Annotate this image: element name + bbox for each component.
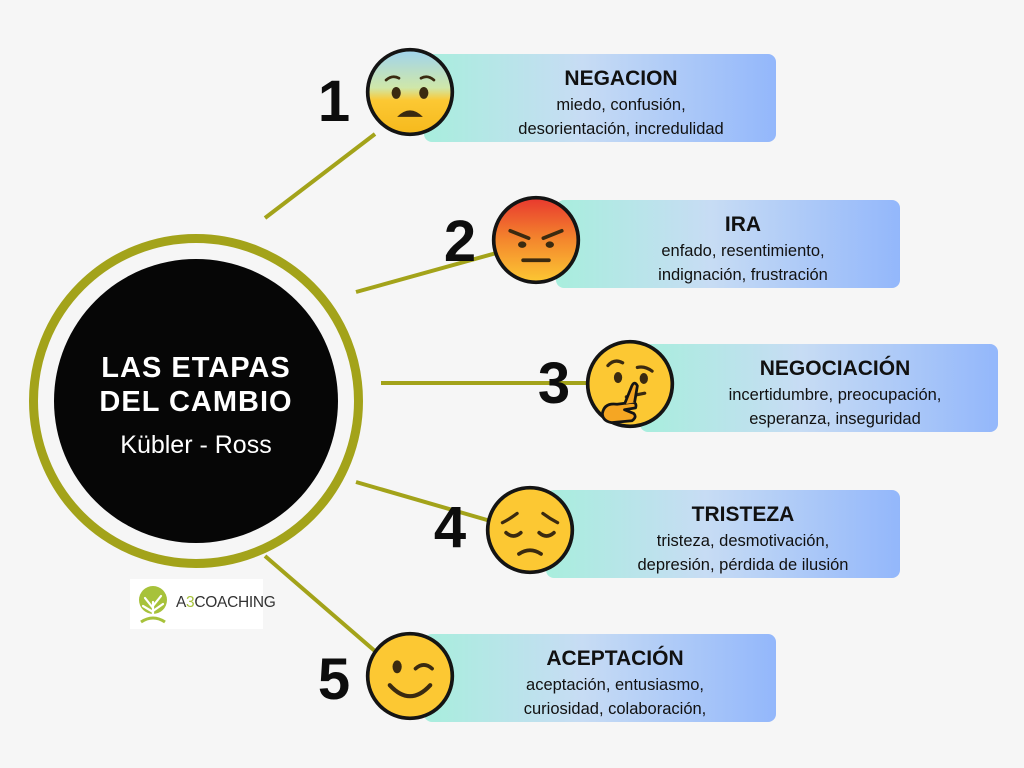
winking-face-icon xyxy=(365,631,455,721)
a3coaching-logo: A3COACHING xyxy=(130,579,276,629)
stage-number-5: 5 xyxy=(317,647,351,712)
stage-desc-4-line-1: tristeza, desmotivación, xyxy=(656,532,830,550)
stage-name-1: NEGACION xyxy=(564,67,678,90)
stage-desc-5-line-1: aceptación, entusiasmo, xyxy=(526,676,704,694)
logo-brand-prefix: A xyxy=(176,594,187,611)
stage-desc-5-line-2: curiosidad, colaboración, xyxy=(523,700,707,718)
logo-brand-digit: 3 xyxy=(186,594,195,611)
angry-face-icon xyxy=(491,195,581,285)
hub-title: LAS ETAPAS DEL CAMBIO xyxy=(54,351,338,419)
stage-name-5: ACEPTACIÓN xyxy=(546,647,684,670)
hub-subtitle: Kübler - Ross xyxy=(120,431,272,459)
stage-card-1: NEGACION miedo, confusión, desorientació… xyxy=(424,54,776,142)
stage-desc-3-line-2: esperanza, inseguridad xyxy=(749,410,921,428)
stage-card-5: ACEPTACIÓN aceptación, entusiasmo, curio… xyxy=(424,634,776,722)
stage-number-3: 3 xyxy=(537,351,571,416)
stage-desc-2-line-1: enfado, resentimiento, xyxy=(661,242,825,260)
stage-desc-1-line-2: desorientación, incredulidad xyxy=(518,120,724,138)
connector-2 xyxy=(355,250,501,294)
stage-number-4: 4 xyxy=(433,495,467,560)
anxious-face-icon xyxy=(365,47,455,137)
stage-card-3: NEGOCIACIÓN incertidumbre, preocupación,… xyxy=(640,344,998,432)
thinking-face-icon xyxy=(585,339,675,429)
stage-card-4: TRISTEZA tristeza, desmotivación, depres… xyxy=(546,490,900,578)
hub-title-line-2: DEL CAMBIO xyxy=(99,386,293,418)
stage-name-4: TRISTEZA xyxy=(691,503,795,526)
stage-number-1: 1 xyxy=(317,69,351,134)
stage-desc-3-line-1: incertidumbre, preocupación, xyxy=(728,386,942,404)
stage-name-2: IRA xyxy=(724,213,762,236)
hub-title-line-1: LAS ETAPAS xyxy=(101,352,291,384)
connector-5 xyxy=(263,554,378,654)
stage-desc-4-line-2: depresión, pérdida de ilusión xyxy=(637,556,849,574)
stage-desc-1-line-1: miedo, confusión, xyxy=(556,96,686,114)
central-hub: LAS ETAPAS DEL CAMBIO Kübler - Ross xyxy=(54,259,338,543)
logo-brand-suffix: COACHING xyxy=(194,594,276,611)
connector-4 xyxy=(355,480,495,524)
logo-text: A3COACHING xyxy=(176,594,276,612)
stage-name-3: NEGOCIACIÓN xyxy=(759,357,911,380)
central-hub-ring: LAS ETAPAS DEL CAMBIO Kübler - Ross xyxy=(29,234,363,568)
stage-card-2: IRA enfado, resentimiento, indignación, … xyxy=(556,200,900,288)
connector-1 xyxy=(263,132,377,220)
tree-icon xyxy=(139,586,167,624)
pensive-face-icon xyxy=(485,485,575,575)
stage-number-2: 2 xyxy=(443,209,477,274)
stage-desc-2-line-2: indignación, frustración xyxy=(658,266,828,284)
